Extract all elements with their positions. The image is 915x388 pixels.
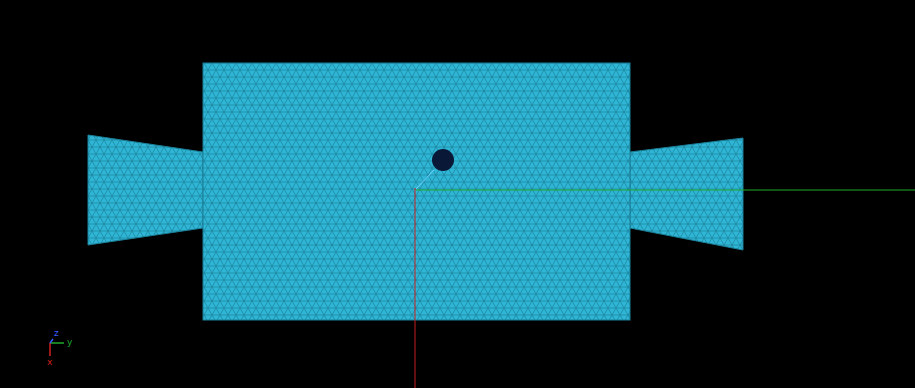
triad-z [50, 339, 53, 343]
triad-x [49, 343, 51, 356]
axis-label: x [47, 358, 52, 367]
right-wing-mesh [630, 138, 743, 250]
axis-label: y [67, 338, 72, 347]
triad-y [50, 342, 64, 344]
left-wing-mesh [88, 135, 203, 245]
body-mesh [203, 63, 630, 320]
axis-y [416, 190, 915, 191]
axis-label: z [54, 329, 59, 338]
hole [432, 149, 454, 171]
axis-z [416, 170, 434, 189]
axis-x [415, 188, 416, 388]
